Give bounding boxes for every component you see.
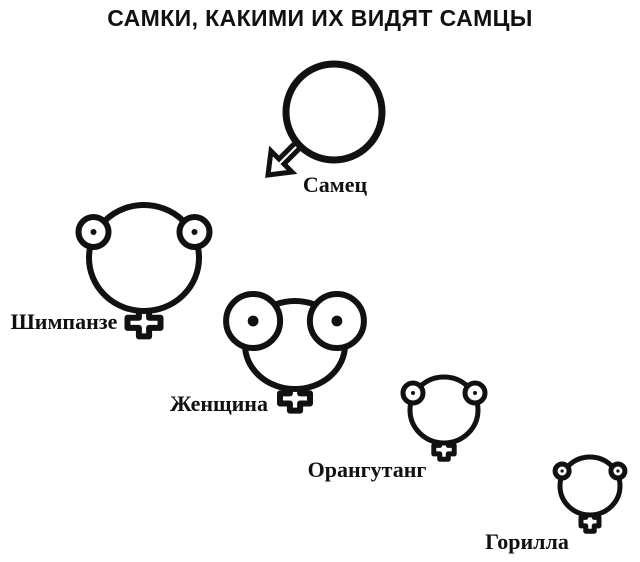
venus-symbol-woman: Женщина — [170, 291, 367, 416]
venus-circle-icon — [407, 374, 481, 446]
caption-orangutan: Орангутанг — [308, 457, 427, 482]
mars-circle-icon — [282, 60, 386, 164]
venus-symbol-orangutan: Орангутанг — [308, 374, 488, 482]
caption-male: Самец — [303, 172, 368, 197]
venus-cross-icon — [578, 510, 602, 534]
male-symbol-group: Самец — [265, 60, 386, 197]
caption-gorilla: Горилла — [485, 529, 569, 554]
venus-symbol-chimpanzee: Шимпанзе — [11, 202, 213, 340]
caption-woman: Женщина — [170, 391, 268, 416]
nipple-dot-icon — [191, 229, 198, 235]
nipple-dot-icon — [247, 315, 259, 327]
venus-cross-icon — [277, 384, 313, 414]
venus-symbol-gorilla: Горилла — [485, 454, 628, 554]
venus-cross-icon — [431, 438, 457, 462]
caption-chimpanzee: Шимпанзе — [11, 309, 118, 334]
nipple-dot-icon — [411, 391, 415, 395]
venus-cross-icon — [124, 306, 164, 340]
venus-circle-icon — [86, 202, 202, 314]
nipple-dot-icon — [616, 469, 620, 473]
nipple-dot-icon — [560, 469, 564, 473]
nipple-dot-icon — [331, 315, 343, 327]
page-title: САМКИ, КАКИМИ ИХ ВИДЯТ САМЦЫ — [107, 5, 533, 31]
nipple-dot-icon — [473, 391, 477, 395]
nipple-dot-icon — [90, 229, 97, 235]
venus-circle-icon — [557, 454, 623, 518]
